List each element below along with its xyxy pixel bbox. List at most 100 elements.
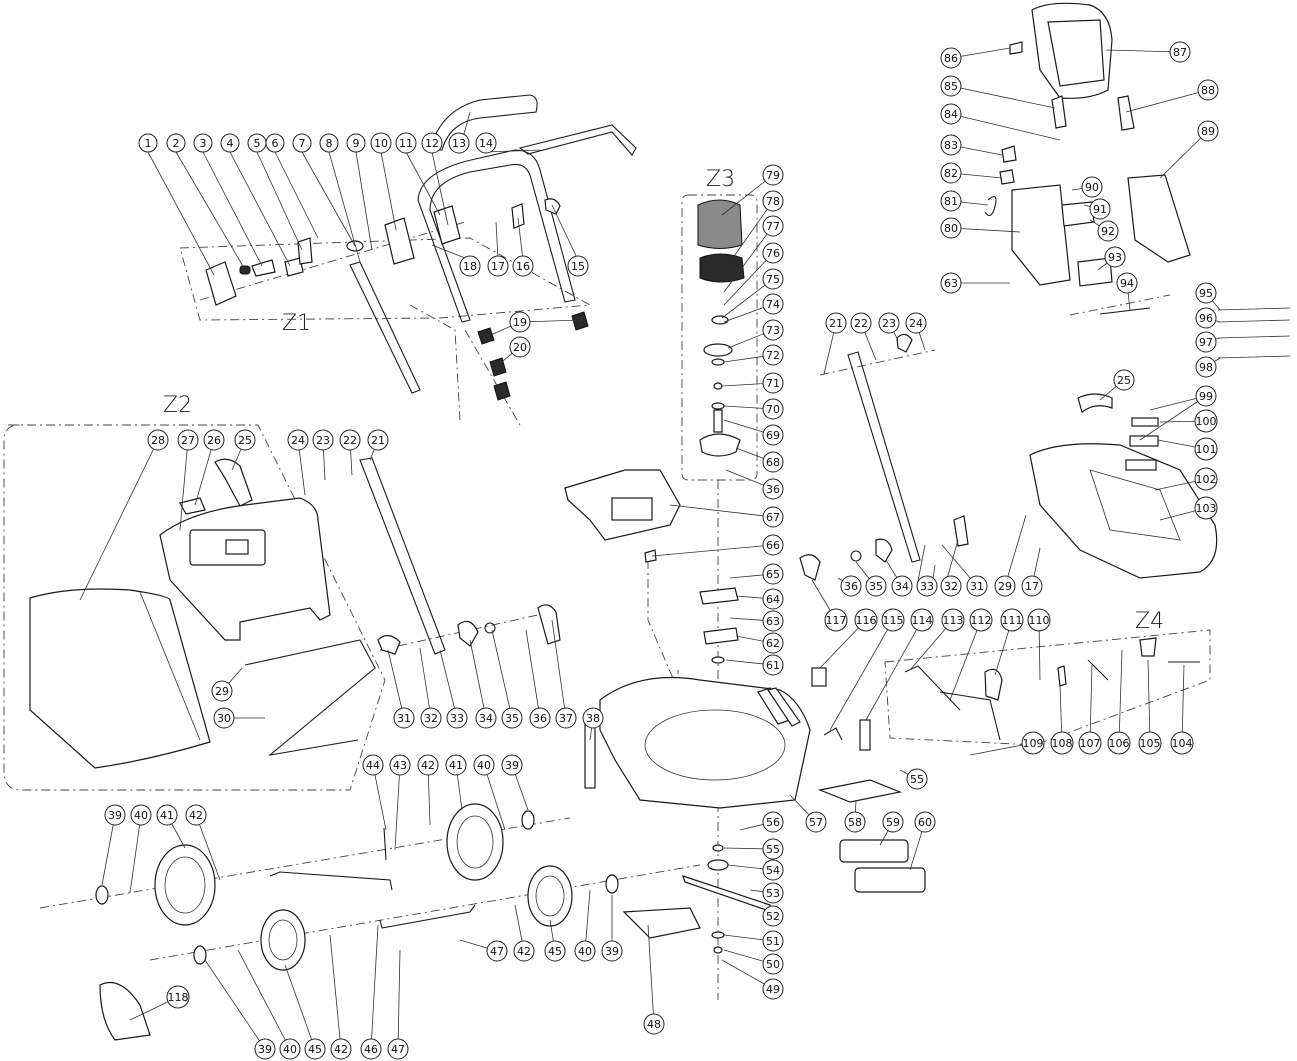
callout-31-label-a: 31 <box>397 712 411 725</box>
callout-7: 7 <box>292 133 312 153</box>
callout-66: 66 <box>762 534 784 556</box>
callout-12: 12 <box>421 132 443 154</box>
callout-34-label-a: 34 <box>479 712 493 725</box>
callout-51-label: 51 <box>766 935 780 948</box>
callout-57: 57 <box>805 811 827 833</box>
callout-31-label-b: 31 <box>970 580 984 593</box>
callout-41-label-a: 41 <box>449 759 463 772</box>
callout-63-label-a: 63 <box>766 615 780 628</box>
callout-71-label: 71 <box>766 377 780 390</box>
callout-69-label: 69 <box>766 429 780 442</box>
callout-68: 68 <box>762 451 784 473</box>
callout-73-label: 73 <box>766 324 780 337</box>
callout-51: 51 <box>762 930 784 952</box>
callout-87: 87 <box>1169 41 1191 63</box>
callout-32a: 32 <box>420 707 442 729</box>
callout-99-label: 99 <box>1199 390 1213 403</box>
callout-2: 2 <box>166 133 186 153</box>
callout-69: 69 <box>762 424 784 446</box>
callout-40-label-d: 40 <box>578 945 592 958</box>
callout-29b: 29 <box>994 575 1016 597</box>
callout-85: 85 <box>940 75 962 97</box>
callout-16: 16 <box>512 255 534 277</box>
callout-101: 101 <box>1194 437 1218 461</box>
callout-32-label-b: 32 <box>944 580 958 593</box>
callout-78: 78 <box>762 190 784 212</box>
callout-110-label: 110 <box>1029 614 1050 627</box>
callouts: 1 2 3 4 5 6 7 8 9 10 11 12 13 14 15 16 1… <box>104 41 1219 1060</box>
callout-19: 19 <box>509 311 531 333</box>
callout-81: 81 <box>940 190 962 212</box>
callout-32b: 32 <box>940 575 962 597</box>
callout-47b: 47 <box>486 940 508 962</box>
callout-99: 99 <box>1195 385 1217 407</box>
callout-10-label: 10 <box>374 137 388 150</box>
callout-24-label-a: 24 <box>291 434 305 447</box>
callout-39a: 39 <box>501 754 523 776</box>
callout-35a: 35 <box>501 707 523 729</box>
callout-52: 52 <box>762 905 784 927</box>
callout-106-label: 106 <box>1109 737 1130 750</box>
callout-24-label-b: 24 <box>909 317 923 330</box>
callout-1-label: 1 <box>145 137 152 150</box>
callout-44: 44 <box>362 754 384 776</box>
callout-66-label: 66 <box>766 539 780 552</box>
callout-95: 95 <box>1195 282 1217 304</box>
callout-35-label-b: 35 <box>869 580 883 593</box>
callout-104: 104 <box>1170 731 1194 755</box>
callout-11: 11 <box>395 132 417 154</box>
callout-55-label-b: 55 <box>910 773 924 786</box>
callout-112: 112 <box>969 608 993 632</box>
callout-18: 18 <box>459 255 481 277</box>
callout-74: 74 <box>762 293 784 315</box>
callout-36a: 36 <box>762 478 784 500</box>
callout-15-label: 15 <box>571 260 585 273</box>
callout-118: 118 <box>166 985 190 1009</box>
callout-79: 79 <box>762 164 784 186</box>
callout-24b: 24 <box>905 312 927 334</box>
callout-79-label: 79 <box>766 169 780 182</box>
callout-76-label: 76 <box>766 247 780 260</box>
callout-89: 89 <box>1197 120 1219 142</box>
callout-42-label-c: 42 <box>334 1043 348 1056</box>
callout-40a: 40 <box>473 754 495 776</box>
callout-23-label-a: 23 <box>316 434 330 447</box>
callout-36-label-a: 36 <box>766 483 780 496</box>
callout-22-label-a: 22 <box>343 434 357 447</box>
callout-58-label: 58 <box>848 816 862 829</box>
callout-21a: 21 <box>367 429 389 451</box>
callout-80-label: 80 <box>944 222 958 235</box>
callout-45b: 45 <box>544 940 566 962</box>
callout-14: 14 <box>475 132 497 154</box>
callout-55-label-a: 55 <box>766 843 780 856</box>
callout-64-label: 64 <box>766 593 780 606</box>
callout-24a: 24 <box>287 429 309 451</box>
callout-89-label: 89 <box>1201 125 1215 138</box>
callout-8: 8 <box>319 133 339 153</box>
callout-83: 83 <box>940 134 962 156</box>
callout-29-label-a: 29 <box>215 685 229 698</box>
callout-104-label: 104 <box>1172 737 1193 750</box>
zone-outlines <box>3 194 1211 791</box>
callout-36c: 36 <box>529 707 551 729</box>
callout-72: 72 <box>762 344 784 366</box>
callout-118-label: 118 <box>168 991 189 1004</box>
callout-42d: 42 <box>513 940 535 962</box>
callout-55a: 55 <box>762 838 784 860</box>
callout-20-label: 20 <box>513 341 527 354</box>
callout-52-label: 52 <box>766 910 780 923</box>
zone-label-z2: Z2 <box>163 393 192 418</box>
zone-label-z1: Z1 <box>282 311 311 336</box>
callout-65: 65 <box>762 563 784 585</box>
callout-82: 82 <box>940 162 962 184</box>
callout-106: 106 <box>1107 731 1131 755</box>
callout-30: 30 <box>213 707 235 729</box>
callout-61-label: 61 <box>766 659 780 672</box>
callout-117: 117 <box>824 608 848 632</box>
callout-115-label: 115 <box>883 614 904 627</box>
callout-57-label: 57 <box>809 816 823 829</box>
callout-39-label-d: 39 <box>605 945 619 958</box>
callout-75: 75 <box>762 268 784 290</box>
callout-11-label: 11 <box>399 137 413 150</box>
